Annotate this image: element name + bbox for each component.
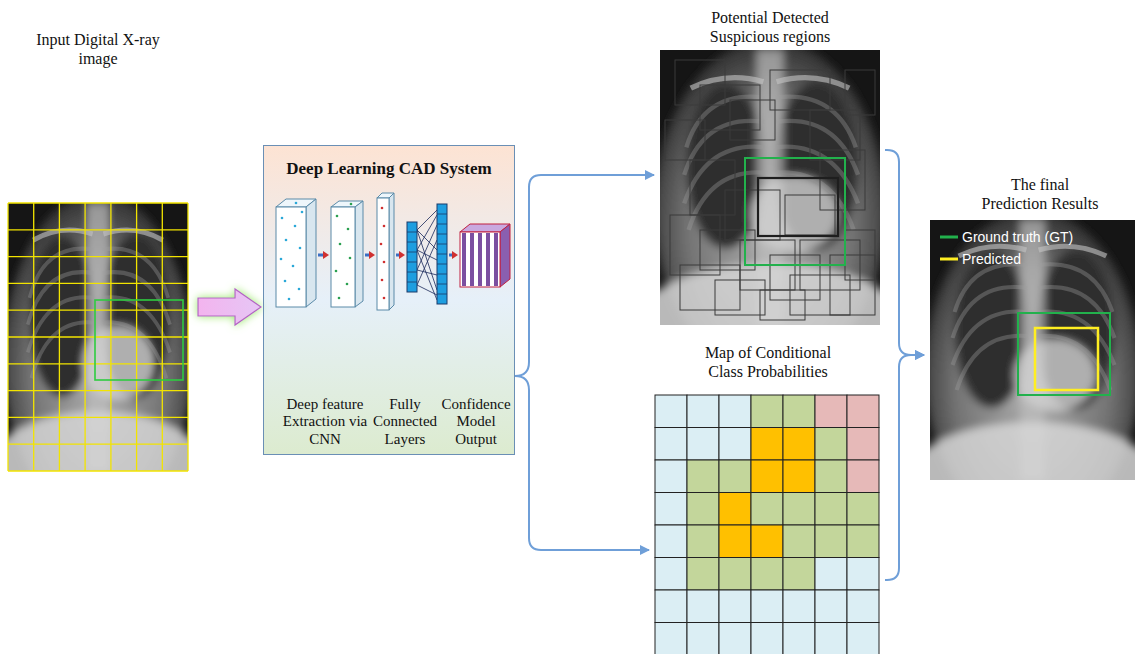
stage-caption: Confidence Model Output	[440, 396, 512, 448]
top-candidate-box	[758, 178, 838, 236]
legend-slot: Ground truth (GT)	[962, 228, 1073, 246]
text-slot: Deep feature Extraction via CNN	[280, 396, 370, 448]
block-face	[389, 193, 394, 310]
fc-layers	[407, 204, 447, 304]
block-face	[377, 198, 389, 310]
fc-column	[407, 222, 417, 292]
cube-face	[500, 224, 510, 287]
panel-heading: The final Prediction Results	[978, 175, 1102, 213]
fc-column	[437, 204, 447, 304]
block-face	[306, 199, 316, 307]
probability-grid	[655, 395, 879, 654]
flow-arrow	[449, 251, 458, 259]
merge-connector	[885, 150, 924, 355]
feature-dots	[335, 203, 353, 300]
merge-connector	[885, 355, 924, 580]
legend-slot: Predicted	[962, 250, 1021, 268]
cube-face	[460, 232, 500, 287]
ground-truth-box	[95, 300, 183, 380]
flow-arrow	[396, 251, 405, 259]
xray-image	[0, 193, 211, 535]
ground-truth-box	[745, 158, 845, 265]
feature-block	[331, 201, 363, 307]
flow-arrow-head	[323, 251, 329, 259]
image-panel: Input Digital X-ray image	[4, 28, 192, 473]
flatten-block	[377, 193, 394, 310]
text-slot: Input Digital X-ray image	[28, 30, 168, 68]
text-slot: Confidence Model Output	[440, 396, 512, 448]
text-slot: Deep Learning CAD System	[264, 159, 514, 179]
brace-connector	[515, 175, 654, 376]
block-face	[276, 207, 306, 307]
grid-panel: Map of Conditional Class Probabilities	[650, 340, 885, 654]
image-panel: Potential Detected Suspicious regions	[655, 5, 885, 327]
fc-units	[407, 232, 417, 282]
feature-dots	[280, 202, 304, 301]
legend-text: Ground truth (GT)	[962, 228, 1073, 246]
candidate-boxes	[665, 60, 875, 320]
predicted-box	[1035, 328, 1098, 390]
flow-arrow	[318, 251, 329, 259]
ground-truth-box	[1018, 313, 1110, 395]
xray-image	[904, 210, 1137, 542]
feature-block	[276, 199, 316, 307]
flow-arrow-head	[452, 251, 458, 259]
fc-units	[437, 214, 447, 294]
legend-line	[940, 236, 958, 239]
feature-dots	[380, 207, 386, 300]
panel-heading: Map of Conditional Class Probabilities	[693, 343, 843, 381]
block-face	[331, 207, 355, 307]
cad-panel-ground	[263, 145, 515, 455]
flow-arrow	[365, 251, 375, 259]
text-slot: Potential Detected Suspicious regions	[695, 8, 845, 46]
cube-stripes	[462, 233, 498, 286]
stage-caption: Fully Connected Layers	[371, 396, 439, 448]
fc-links	[417, 210, 437, 300]
panel-heading: Input Digital X-ray image	[28, 30, 168, 68]
panel-heading: Potential Detected Suspicious regions	[695, 8, 845, 46]
xray-image	[633, 39, 908, 390]
block-arrow	[198, 289, 261, 325]
block-face	[355, 201, 363, 307]
text-slot: Fully Connected Layers	[371, 396, 439, 448]
text-slot: Map of Conditional Class Probabilities	[693, 343, 843, 381]
flow-arrow-head	[369, 251, 375, 259]
text-slot: The final Prediction Results	[978, 175, 1102, 213]
output-cube	[460, 224, 510, 287]
stage-caption: Deep feature Extraction via CNN	[280, 396, 370, 448]
flow-arrow-head	[399, 251, 405, 259]
grid-overlay	[8, 203, 188, 471]
system-box: Deep Learning CAD SystemDeep feature Ext…	[263, 145, 515, 455]
legend-line	[940, 258, 958, 261]
legend-text: Predicted	[962, 250, 1021, 268]
box-title: Deep Learning CAD System	[264, 159, 514, 179]
brace-connector	[515, 376, 649, 550]
image-panel: The final Prediction Results	[925, 172, 1136, 482]
